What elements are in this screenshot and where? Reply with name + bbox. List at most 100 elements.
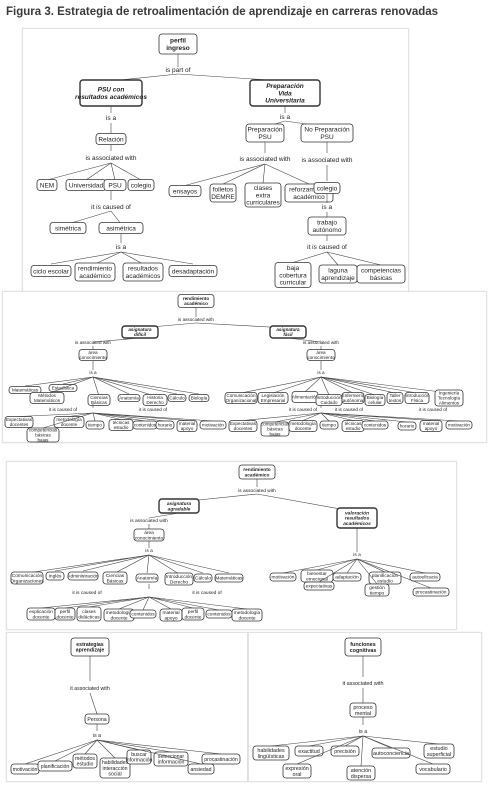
node-precision: precisión [330,745,360,757]
node-tiempo: tiempo [85,420,105,430]
connector-line [148,554,180,575]
connector-line [148,512,180,519]
svg-text:Cálculo: Cálculo [195,576,211,582]
connector-line [148,554,204,574]
connector-line [120,251,194,265]
link-label-is-a: is a [317,370,325,375]
connector-line [320,376,396,394]
link-label-is-part-of: is part of [166,67,191,74]
svg-text:procastinación: procastinación [204,757,238,763]
connector-line [320,376,450,394]
link-label-is-associated-with: is associated with [130,518,168,524]
connector-line [54,554,150,572]
node-vocabulario: vocabulario [415,763,451,775]
link-label-is-a: is a [145,548,153,554]
svg-text:Biología: Biología [191,396,208,401]
connector-line [68,412,94,417]
connector-line [308,735,364,747]
svg-text:procastinación: procastinación [416,590,447,596]
connector-line [18,412,94,417]
connector-line [320,376,354,394]
node-anatomia: Anatomía [117,394,141,402]
node-calculo: Cálculo [193,573,213,583]
node-contenidos: contenidos [132,420,158,430]
connector-line [110,162,142,181]
connector-line [222,163,266,185]
node-motivacion: motivación [199,420,227,430]
connector-line [270,735,364,747]
connector-line [148,554,230,574]
node-matematicas: Matemáticas [214,573,244,583]
svg-text:Inglés: Inglés [49,574,62,580]
link-label-is-a: is a [93,733,101,739]
svg-text:contenidos: contenidos [207,612,231,618]
svg-text:simétrica: simétrica [55,225,81,232]
connector-line [184,163,266,186]
node-procastinacion: procastinación [201,753,241,765]
link-label-it-is-caused-of: it is caused of [289,407,318,412]
node-simetrica: simétrica [49,222,87,234]
link-label-it-is-caused-of: it is caused of [72,590,102,596]
link-label-it-is-caused-of: it is caused of [192,590,222,596]
connector-line [362,735,434,765]
link-label-is-a: is a [359,729,367,735]
connector-line [274,412,322,423]
connector-line [92,412,122,420]
node-calculo: Cálculo [167,394,187,402]
svg-text:contenidos: contenidos [364,423,387,428]
connector-line [356,558,378,585]
connector-line [92,412,96,422]
connector-line [24,376,94,387]
node-motivacion: motivación [269,572,297,582]
svg-text:Anatomía: Anatomía [137,576,158,582]
connector-line [356,558,426,574]
svg-text:PSU: PSU [108,182,122,189]
svg-text:contenidos: contenidos [134,423,157,428]
link-label-is-associated-with: is associated with [75,340,111,345]
link-label-it-is-caused-of: it is caused of [307,244,347,251]
connector-line [24,739,98,765]
connector-line [318,558,358,583]
svg-text:motivación: motivación [13,767,38,773]
svg-text:contenidos: contenidos [131,612,155,618]
